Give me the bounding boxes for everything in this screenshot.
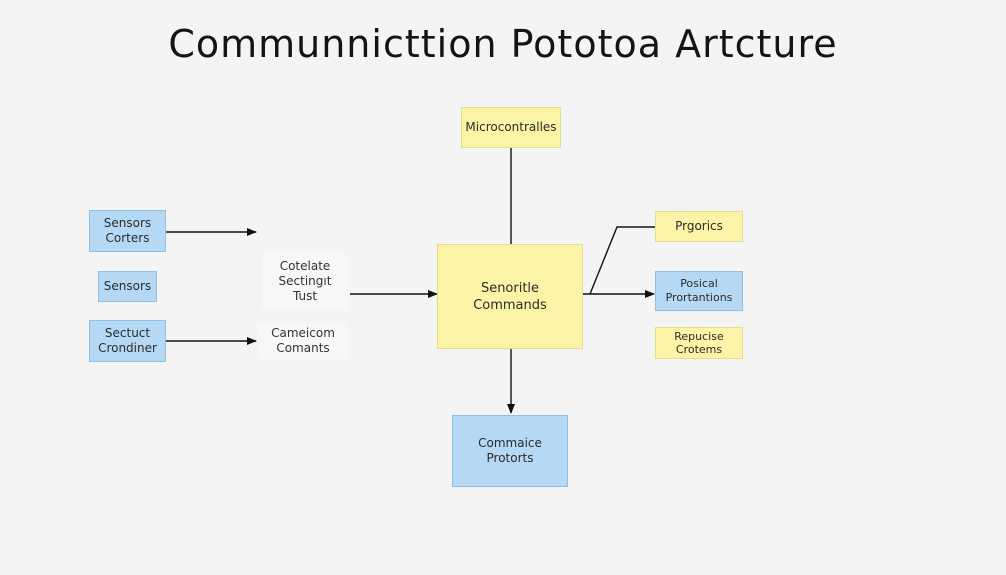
node-sectuct-crondiner-line-2: Crondiner <box>98 341 157 355</box>
node-cameicom: Cameicom Comants <box>258 323 348 359</box>
node-sensors-corters: Sensors Corters <box>89 210 166 252</box>
diagram-title: Communnicttion Pototoa Artcture <box>168 22 838 66</box>
node-sensors-corters-line-1: Sensors <box>103 216 152 230</box>
node-sensors-label: Sensors <box>103 279 152 293</box>
node-sensors-corters-line-2: Corters <box>105 231 150 245</box>
node-microcontrollers: Microcontralles <box>461 107 561 148</box>
edge-senoritle-to-prgorics <box>589 226 655 295</box>
node-sectuct-crondiner: Sectuct Crondiner <box>89 320 166 362</box>
node-senoritle: Senoritle Commands <box>437 244 583 349</box>
node-commaice: Commaice Protorts <box>452 415 568 487</box>
node-cotelate: Cotelate Sectingıt Tust <box>262 252 348 310</box>
node-sensors: Sensors <box>98 271 157 302</box>
node-repucise: Repucise Crotems <box>655 327 743 359</box>
node-commaice-line-1: Commaice <box>478 436 542 450</box>
node-posical: Posical Prortantions <box>655 271 743 311</box>
node-senoritle-line-1: Senoritle <box>480 280 540 296</box>
node-cotelate-line-1: Cotelate <box>279 258 331 273</box>
node-prgorics-label: Prgorics <box>675 219 723 233</box>
node-repucise-line-1: Repucise <box>674 330 724 343</box>
node-microcontrollers-label: Microcontralles <box>465 120 557 134</box>
node-commaice-line-2: Protorts <box>486 451 534 465</box>
node-cotelate-line-2: Sectingıt <box>278 273 332 288</box>
node-cotelate-line-3: Tust <box>292 288 318 303</box>
node-senoritle-line-2: Commands <box>473 297 547 313</box>
node-cameicom-line-1: Cameicom <box>271 326 335 340</box>
node-prgorics: Prgorics <box>655 211 743 242</box>
node-posical-line-2: Prortantions <box>665 291 733 304</box>
node-posical-line-1: Posical <box>680 277 718 290</box>
node-sectuct-crondiner-line-1: Sectuct <box>104 326 151 340</box>
node-repucise-line-2: Crotems <box>675 343 723 356</box>
node-cameicom-line-2: Comants <box>276 341 330 355</box>
